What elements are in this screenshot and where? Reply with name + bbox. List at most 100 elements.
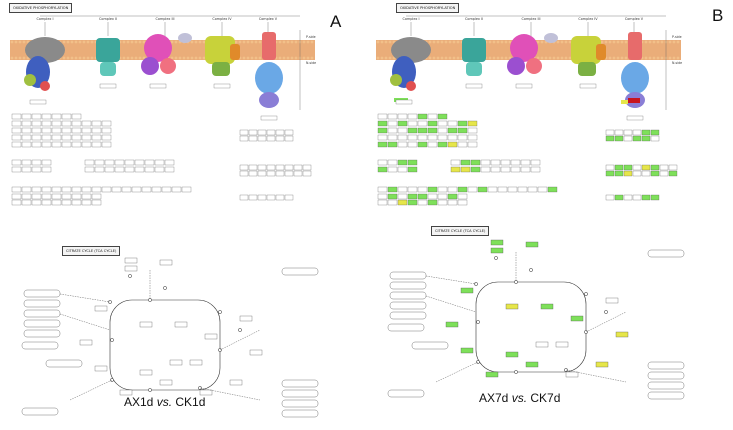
lipid-head <box>660 56 664 60</box>
gene-box <box>81 141 92 148</box>
gene-box <box>477 186 488 193</box>
gene-box <box>427 186 438 193</box>
gene-box <box>284 164 294 171</box>
gene-box <box>266 170 276 177</box>
enzyme-box <box>460 347 474 354</box>
gene-box <box>377 186 388 193</box>
enzyme-box <box>239 315 253 322</box>
gene-box <box>266 135 276 142</box>
lipid-head <box>544 56 548 60</box>
gene-box <box>497 186 508 193</box>
lipid-head <box>202 56 206 60</box>
gene-box <box>623 170 633 177</box>
gene-box <box>121 186 132 193</box>
comparison-caption: AX1d vs. CK1d <box>124 395 205 409</box>
gene-box <box>91 120 102 127</box>
lipid-head <box>142 56 146 60</box>
gene-box <box>284 135 294 142</box>
lipid-head <box>66 40 70 44</box>
pathway-arrow <box>59 293 111 303</box>
pathway-link <box>281 389 319 398</box>
compound-node <box>584 292 588 296</box>
lipid-head <box>194 40 198 44</box>
gene-box <box>71 186 82 193</box>
lipid-head <box>500 40 504 44</box>
lipid-head <box>568 56 572 60</box>
pathway-link <box>387 323 425 332</box>
lipid-head <box>380 56 384 60</box>
enzyme-box <box>169 359 183 366</box>
lipid-head <box>448 40 452 44</box>
ec-box <box>395 99 413 105</box>
lipid-head <box>608 56 612 60</box>
lipid-head <box>452 56 456 60</box>
gene-box <box>61 134 72 141</box>
gene-box <box>111 186 122 193</box>
lipid-head <box>286 40 290 44</box>
lipid-head <box>548 56 552 60</box>
gene-box <box>21 141 32 148</box>
lipid-head <box>90 40 94 44</box>
complex-i-subunit <box>390 74 402 86</box>
enzyme-box <box>249 349 263 356</box>
lipid-head <box>488 56 492 60</box>
lipid-head <box>384 40 388 44</box>
lipid-head <box>282 40 286 44</box>
gene-box <box>11 127 22 134</box>
gene-box <box>407 166 418 173</box>
gene-box <box>437 141 448 148</box>
compound-node <box>238 328 242 332</box>
gene-box <box>377 193 388 200</box>
gene-box <box>275 194 285 201</box>
enzyme-box <box>79 339 93 346</box>
gene-box <box>623 135 633 142</box>
gene-box <box>21 159 32 166</box>
gene-box <box>161 186 172 193</box>
complex-iii <box>510 34 538 62</box>
gene-box <box>101 120 112 127</box>
gene-box <box>417 186 428 193</box>
gene-box <box>397 127 408 134</box>
lipid-head <box>428 40 432 44</box>
gene-box <box>41 113 52 120</box>
gene-box <box>134 159 145 166</box>
ec-box <box>626 115 644 121</box>
gene-box <box>84 166 95 173</box>
lipid-head <box>444 40 448 44</box>
complex-ii <box>462 38 486 62</box>
gene-box <box>407 127 418 134</box>
lipid-head <box>564 40 568 44</box>
lipid-head <box>676 56 680 60</box>
gene-box <box>407 199 418 206</box>
lipid-head <box>22 40 26 44</box>
caption-left: AX7d <box>479 391 509 405</box>
lipid-head <box>536 56 540 60</box>
lipid-head <box>126 40 130 44</box>
lipid-head <box>78 56 82 60</box>
pathway-link <box>411 341 449 350</box>
gene-box <box>480 166 491 173</box>
gene-box <box>614 129 624 136</box>
pathway-link <box>23 309 61 318</box>
gene-box <box>51 199 62 206</box>
lipid-head <box>18 56 22 60</box>
pathway-link <box>45 359 83 368</box>
gene-box <box>437 193 448 200</box>
lipid-head <box>428 56 432 60</box>
gene-box <box>293 170 303 177</box>
enzyme-box <box>119 389 133 396</box>
lipid-head <box>174 56 178 60</box>
gene-box <box>397 159 408 166</box>
lipid-head <box>672 40 676 44</box>
gene-box <box>417 193 428 200</box>
complex-i-subunit <box>24 74 36 86</box>
gene-box <box>427 113 438 120</box>
gene-box <box>41 134 52 141</box>
gene-box <box>387 159 398 166</box>
lipid-head <box>432 40 436 44</box>
lipid-head <box>190 40 194 44</box>
lipid-head <box>14 40 18 44</box>
pathway-link <box>21 407 59 416</box>
gene-box <box>407 159 418 166</box>
